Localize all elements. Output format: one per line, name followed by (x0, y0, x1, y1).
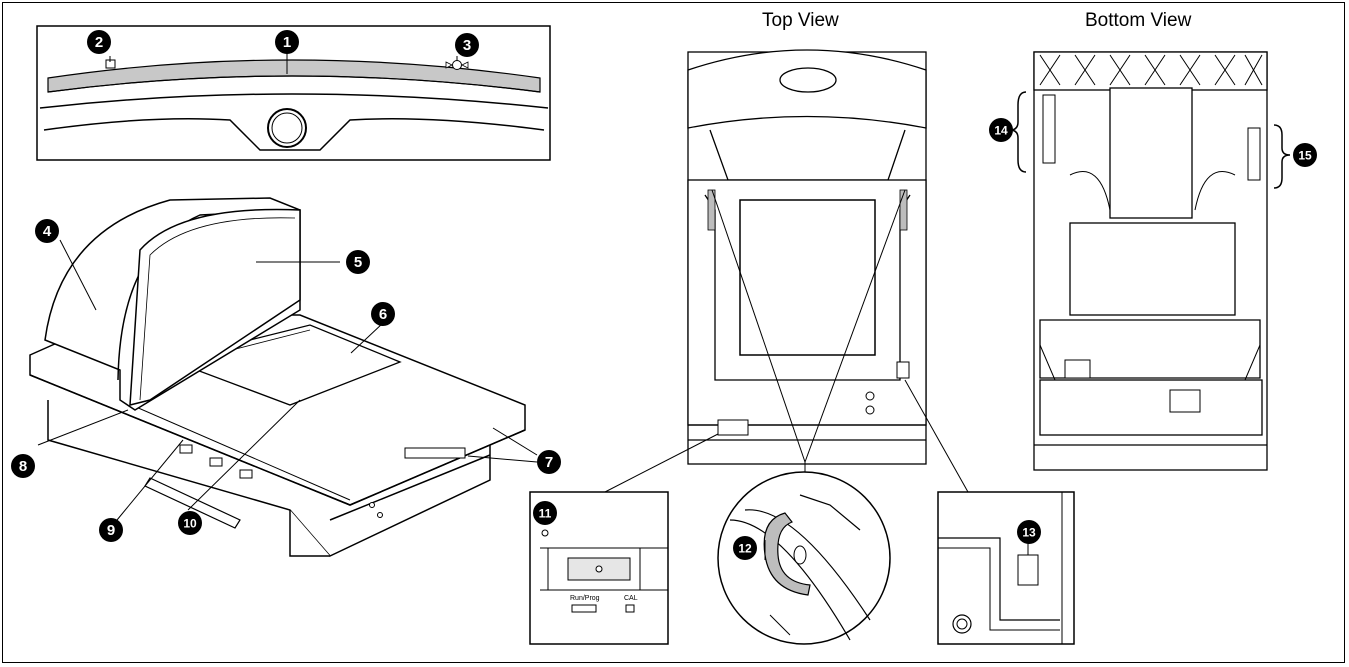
callout-number: 13 (1022, 526, 1036, 540)
callout-number: 10 (183, 517, 197, 531)
callout-6: 6 (371, 302, 395, 326)
callout-9: 9 (99, 518, 123, 542)
scanner-perspective-view (29, 197, 526, 557)
callout-number: 2 (95, 34, 103, 51)
callout-number: 11 (539, 507, 552, 521)
callout-circle (87, 30, 111, 54)
top-view-title: Top View (762, 10, 839, 31)
callout-circle (99, 518, 123, 542)
callout-circle (455, 33, 479, 57)
callout-13: 13 (1017, 520, 1041, 544)
callout-circle (178, 511, 202, 535)
callout-number: 14 (994, 124, 1008, 138)
callout-circle (35, 219, 59, 243)
leader-lines-main (37, 239, 538, 521)
callout-number: 12 (738, 542, 752, 556)
callout-number: 7 (545, 454, 553, 471)
callout-circle (371, 302, 395, 326)
detail-inset-13 (937, 491, 1075, 645)
leader-inset-11 (604, 433, 719, 493)
callout-2: 2 (87, 30, 111, 54)
callout-7: 7 (537, 450, 561, 474)
callout-number: 3 (463, 37, 471, 54)
callout-number: 15 (1298, 149, 1312, 163)
callout-number: 4 (43, 223, 52, 240)
callout-number: 5 (354, 254, 362, 271)
callout-1: 1 (275, 30, 299, 54)
callout-4: 4 (35, 219, 59, 243)
callout-number: 8 (19, 458, 27, 475)
callout-circle (346, 250, 370, 274)
callout-circle (11, 454, 35, 478)
callout-circle (275, 30, 299, 54)
callout-circle (989, 118, 1013, 142)
callout-14: 14 (989, 118, 1013, 142)
callout-10: 10 (178, 511, 202, 535)
callout-circle (1293, 143, 1317, 167)
callout-5: 5 (346, 250, 370, 274)
callout-11: 11 (533, 501, 557, 525)
callout-12: 12 (733, 536, 757, 560)
callout-15: 15 (1293, 143, 1317, 167)
callout-number: 1 (283, 34, 291, 51)
callout-circle (537, 450, 561, 474)
callout-circle (733, 536, 757, 560)
bottom-view-title: Bottom View (1085, 10, 1192, 31)
top-view-drawing (687, 49, 927, 482)
callout-number: 9 (107, 522, 115, 539)
leader-inset-13 (904, 379, 969, 493)
callout-number: 6 (379, 306, 387, 323)
bottom-view-drawing (1033, 51, 1268, 471)
callout-circle (533, 501, 557, 525)
callout-circle (1017, 520, 1041, 544)
cal-label: CAL (624, 595, 638, 602)
callout-8: 8 (11, 454, 35, 478)
callout-3: 3 (455, 33, 479, 57)
run-prog-label: Run/Prog (570, 595, 600, 602)
detail-inset-12 (717, 471, 891, 645)
